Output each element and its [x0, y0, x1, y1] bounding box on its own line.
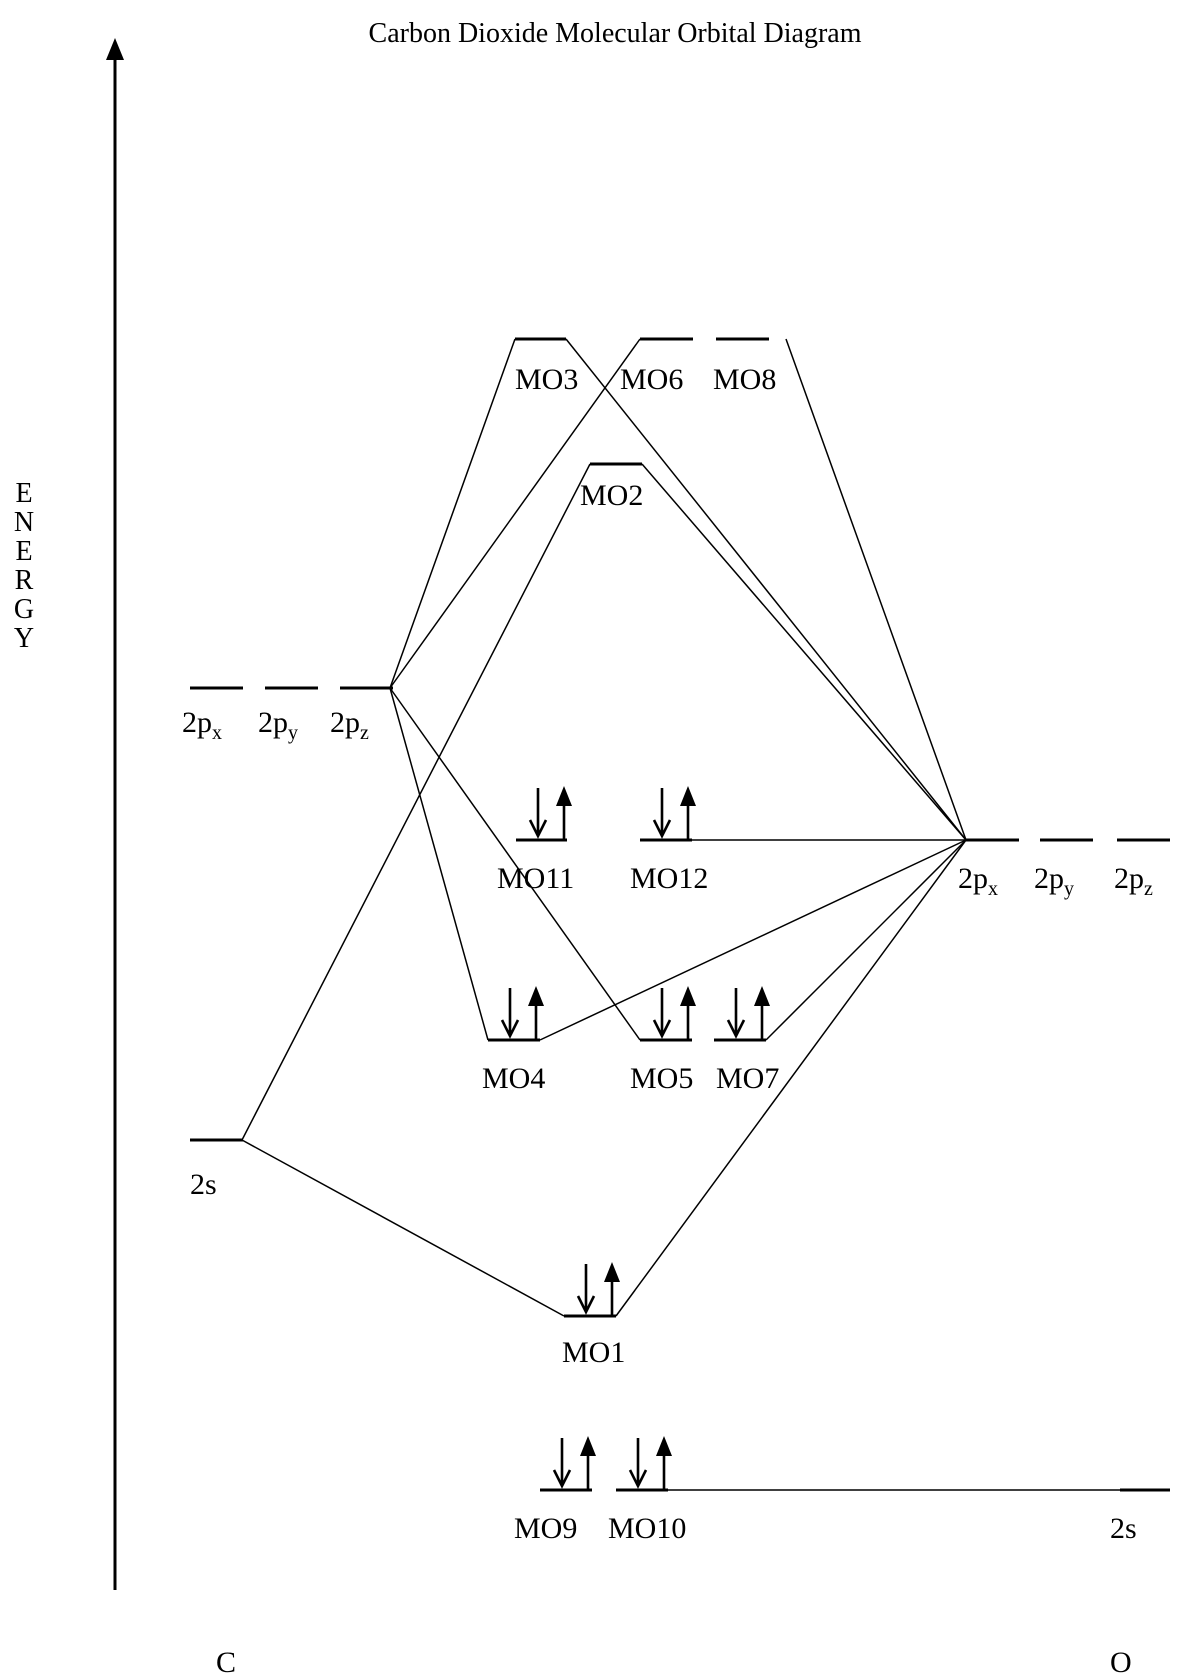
mo10-electron-pair [628, 1436, 672, 1490]
spin-up-arrowhead [680, 786, 696, 806]
spin-down-arrow [528, 788, 548, 839]
energy-letter: N [14, 507, 34, 538]
mo12-electron-pair [652, 786, 696, 840]
mo4-label: MO4 [482, 1062, 545, 1095]
carbon-2px-label: 2px [182, 706, 222, 744]
mo5-label: MO5 [630, 1062, 693, 1095]
mo1-label: MO1 [562, 1336, 625, 1369]
mo12-label: MO12 [630, 862, 708, 895]
spin-up-arrowhead [680, 986, 696, 1006]
oxygen-2pz-label: 2pz [1114, 862, 1153, 900]
spin-down-arrow [576, 1264, 596, 1315]
atom-label-carbon: C [216, 1646, 236, 1677]
mo11-electron-pair [528, 786, 572, 840]
mo-levels [488, 337, 769, 1492]
mo7-electron-pair [726, 986, 770, 1040]
mo9-label: MO9 [514, 1512, 577, 1545]
mo1-electron-pair [576, 1262, 620, 1316]
spin-down-arrow [726, 988, 746, 1039]
spin-down-arrow [500, 988, 520, 1039]
energy-axis-arrowhead [106, 38, 124, 60]
carbon-2py-label: 2py [258, 706, 298, 744]
carbon-2pz-label: 2pz [330, 706, 369, 744]
oxygen-2s-label: 2s [1110, 1512, 1137, 1545]
spin-up-arrowhead [604, 1262, 620, 1282]
diagram-title: Carbon Dioxide Molecular Orbital Diagram [369, 18, 862, 49]
energy-letter: R [15, 565, 34, 596]
mo7-label: MO7 [716, 1062, 779, 1095]
spin-up-arrowhead [754, 986, 770, 1006]
mo5-electron-pair [652, 986, 696, 1040]
atom-label-oxygen: O [1110, 1646, 1132, 1677]
mo4-electron-pair [500, 986, 544, 1040]
mo11-label: MO11 [497, 862, 574, 895]
electron-arrows [500, 786, 770, 1490]
mo3-label: MO3 [515, 363, 578, 396]
energy-letter: E [15, 478, 32, 509]
carbon-2s-label: 2s [190, 1168, 217, 1201]
mo2-label: MO2 [580, 479, 643, 512]
spin-up-arrowhead [556, 786, 572, 806]
oxygen-2px-label: 2px [958, 862, 998, 900]
mo6-label: MO6 [620, 363, 683, 396]
spin-up-arrowhead [528, 986, 544, 1006]
energy-letter: Y [14, 623, 34, 654]
energy-letter: G [14, 594, 34, 625]
correlation-lines [241, 338, 1120, 1491]
spin-up-arrowhead [656, 1436, 672, 1456]
spin-up-arrowhead [580, 1436, 596, 1456]
mo9-electron-pair [552, 1436, 596, 1490]
spin-down-arrow [652, 788, 672, 839]
spin-down-arrow [652, 988, 672, 1039]
energy-axis [106, 38, 124, 1590]
spin-down-arrow [552, 1438, 572, 1489]
oxygen-2py-label: 2py [1034, 862, 1074, 900]
mo8-label: MO8 [713, 363, 776, 396]
spin-down-arrow [628, 1438, 648, 1489]
mo10-label: MO10 [608, 1512, 686, 1545]
energy-letter: E [15, 536, 32, 567]
